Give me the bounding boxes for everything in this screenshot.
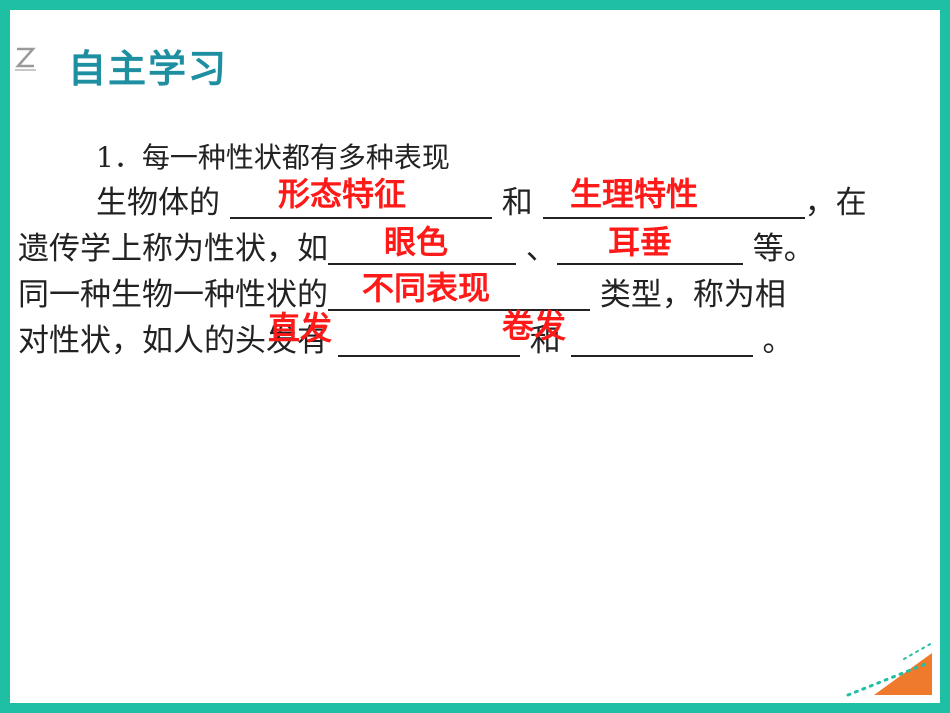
blank-7 bbox=[570, 321, 753, 357]
slide-title: 自主学习 bbox=[68, 47, 229, 91]
line-4: 对性状，如人的头发有 和 。 bbox=[18, 318, 918, 364]
heading-text: 1．每一种性状都有多种表现 bbox=[96, 141, 450, 174]
answer-eye-color: 眼色 bbox=[384, 223, 449, 261]
blank-5 bbox=[328, 275, 590, 311]
blank-1 bbox=[229, 183, 492, 219]
answer-morphology: 形态特征 bbox=[278, 175, 407, 213]
answer-straight-hair: 直发 bbox=[268, 309, 333, 347]
line2-text-b: 、 bbox=[525, 231, 557, 267]
answer-curly-hair: 卷发 bbox=[502, 307, 567, 345]
line-2: 遗传学上称为性状，如 、 等。 bbox=[18, 226, 918, 272]
answer-different-forms: 不同表现 bbox=[362, 269, 491, 307]
line3-text-b: 类型，称为相 bbox=[599, 277, 786, 313]
corner-triangle-icon bbox=[846, 642, 933, 697]
line-1: 生物体的 和 ，在 bbox=[18, 180, 918, 226]
line4-text-b: 和 bbox=[529, 323, 561, 359]
blank-6 bbox=[337, 321, 520, 357]
line2-text-a: 遗传学上称为性状，如 bbox=[18, 231, 328, 267]
line3-text-a: 同一种生物一种性状的 bbox=[18, 277, 328, 313]
line-3: 同一种生物一种性状的 类型，称为相 bbox=[18, 272, 918, 318]
paragraph: 1．每一种性状都有多种表现 生物体的 和 ，在 遗传学上称为性状，如 、 等。 … bbox=[18, 134, 918, 364]
answer-earlobe: 耳垂 bbox=[608, 223, 673, 261]
line1-text-b: 和 bbox=[501, 185, 533, 221]
line1-text-c: ，在 bbox=[804, 185, 867, 221]
blank-2 bbox=[542, 183, 805, 219]
line1-text-a: 生物体的 bbox=[96, 185, 220, 221]
line2-text-c: 等。 bbox=[752, 231, 815, 267]
blank-4 bbox=[556, 229, 743, 265]
slide-canvas: 自主学习 1．每一种性状都有多种表现 生物体的 和 ，在 遗传学上称为性状，如 … bbox=[10, 10, 940, 703]
blank-3 bbox=[328, 229, 516, 265]
answer-physiology: 生理特性 bbox=[570, 175, 699, 213]
z-mark-icon bbox=[15, 47, 36, 71]
line4-text-c: 。 bbox=[762, 323, 794, 359]
line4-text-a: 对性状，如人的头发有 bbox=[18, 323, 328, 359]
heading-line: 1．每一种性状都有多种表现 bbox=[18, 134, 918, 180]
